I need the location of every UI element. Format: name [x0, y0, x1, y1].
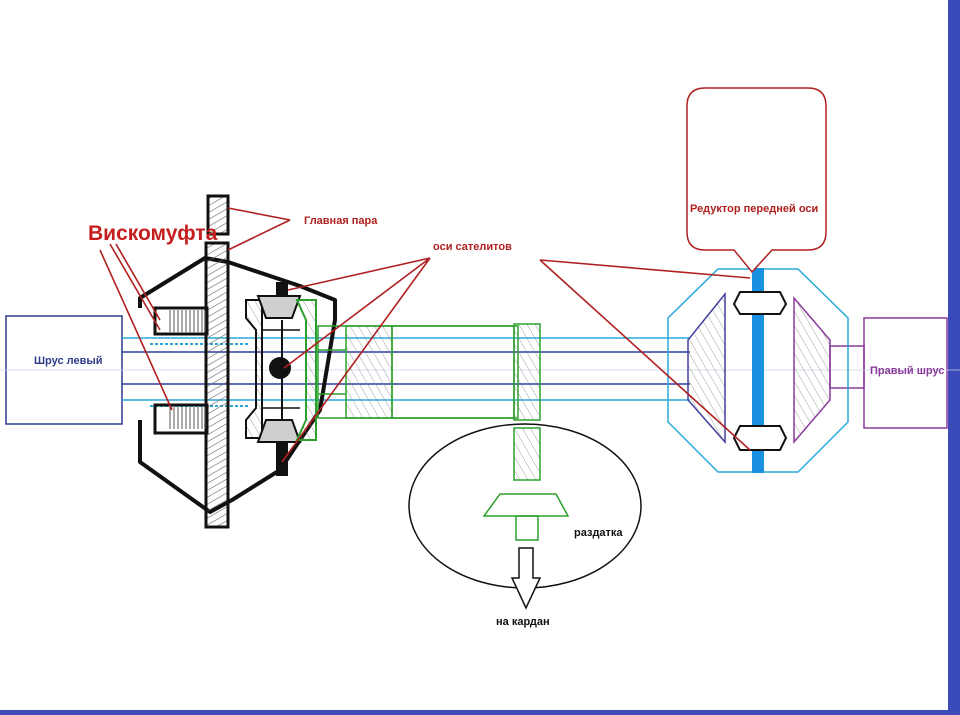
differential-cage [245, 282, 302, 476]
driveshaft-arrow [510, 547, 542, 610]
front-satellite-bottom [732, 425, 788, 451]
transfer-case-label: раздатка [574, 527, 623, 539]
transfer-case [408, 423, 642, 610]
to-driveshaft-label: на кардан [496, 616, 550, 628]
transfer-shaft-assembly [317, 323, 541, 421]
satellite-axes-label: оси сателитов [433, 241, 512, 253]
left-cv-joint-label: Шрус левый [34, 355, 103, 367]
right-cv-joint-label: Правый шрус [870, 365, 944, 377]
viscous-coupling-label: Вискомуфта [88, 222, 218, 245]
bottom-satellite-gear [256, 419, 302, 443]
annotation-lines [99, 207, 751, 463]
front-axle-reducer-label: Редуктор передней оси [690, 203, 818, 215]
front-axle-reducer [667, 268, 849, 473]
top-satellite-gear [256, 295, 302, 319]
satellite-axle-pin [269, 357, 291, 379]
front-satellite-top [732, 291, 788, 315]
main-pair-label: Главная пара [304, 215, 378, 227]
center-differential-housing [138, 194, 337, 529]
front-reducer-callout [686, 87, 827, 274]
